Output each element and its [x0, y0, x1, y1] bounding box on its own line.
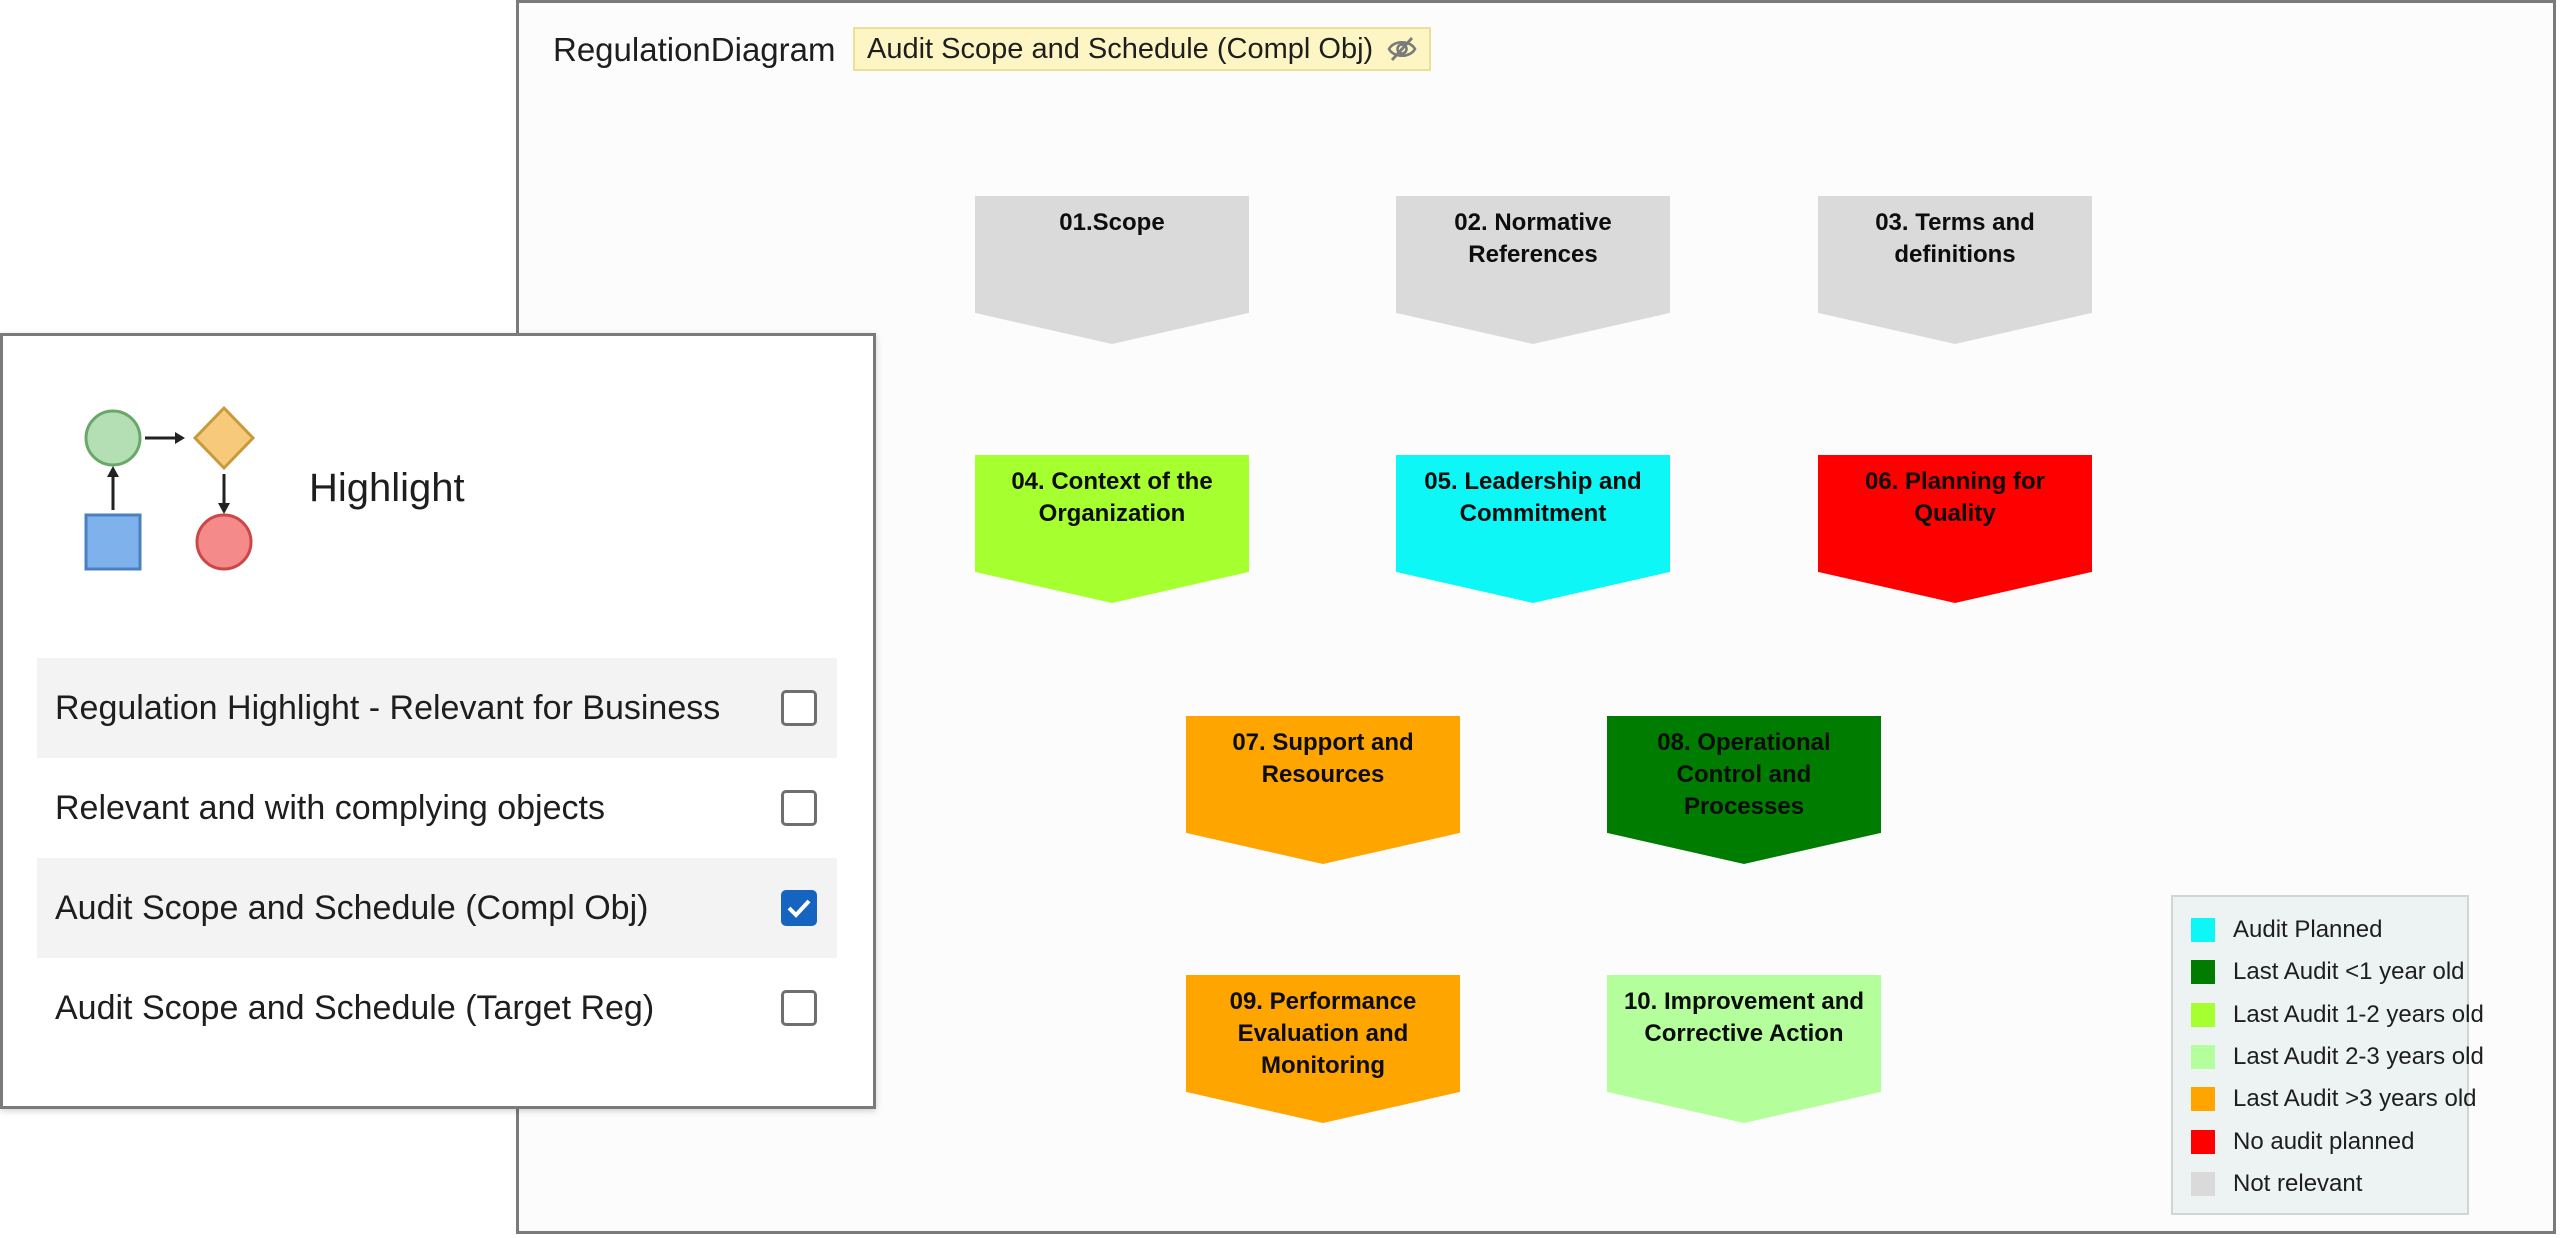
option-label: Audit Scope and Schedule (Compl Obj) — [55, 888, 649, 927]
legend-item: Last Audit 2-3 years old — [2191, 1036, 2484, 1078]
chevron-label: 09. Performance Evaluation and Monitorin… — [1229, 988, 1417, 1079]
checkbox[interactable] — [781, 690, 817, 726]
option-audit-scope-target-reg[interactable]: Audit Scope and Schedule (Target Reg) — [37, 958, 837, 1058]
legend-item: Audit Planned — [2191, 909, 2467, 951]
legend-item: No audit planned — [2191, 1120, 2467, 1162]
legend-label: Not relevant — [2233, 1169, 2363, 1197]
chevron-label: 07. Support and Resources — [1232, 729, 1414, 788]
legend-swatch — [2191, 960, 2215, 985]
chevron-label: 06. Planning for Quality — [1864, 468, 2046, 527]
chevron-label: 03. Terms and definitions — [1875, 209, 2035, 268]
flow-diagram-icon — [84, 405, 256, 571]
legend-label: Audit Planned — [2233, 916, 2383, 944]
chevron-06-planning-for-quality[interactable]: 06. Planning for Quality — [1818, 455, 2092, 603]
legend-label: Last Audit >3 years old — [2233, 1085, 2477, 1113]
option-label: Audit Scope and Schedule (Target Reg) — [55, 988, 655, 1027]
active-highlight-label: Audit Scope and Schedule (Compl Obj) — [867, 32, 1374, 65]
chevron-04-context-of-organization[interactable]: 04. Context of the Organization — [975, 455, 1249, 603]
chevron-03-terms-and-definitions[interactable]: 03. Terms and definitions — [1818, 196, 2092, 344]
option-audit-scope-compl-obj[interactable]: Audit Scope and Schedule (Compl Obj) — [37, 858, 837, 958]
chevron-07-support-and-resources[interactable]: 07. Support and Resources — [1186, 716, 1460, 864]
chevron-label: 01.Scope — [1059, 209, 1165, 236]
legend-swatch — [2191, 918, 2215, 943]
chevron-09-performance-evaluation[interactable]: 09. Performance Evaluation and Monitorin… — [1186, 975, 1460, 1123]
status-legend: Audit Planned Last Audit <1 year old Las… — [2171, 895, 2484, 1215]
chevron-05-leadership-and-commitment[interactable]: 05. Leadership and Commitment — [1396, 455, 1670, 603]
legend-swatch — [2191, 1171, 2215, 1196]
chevron-01-scope[interactable]: 01.Scope — [975, 196, 1249, 344]
option-regulation-highlight-relevant[interactable]: Regulation Highlight - Relevant for Busi… — [37, 658, 837, 758]
legend-label: Last Audit 2-3 years old — [2233, 1043, 2484, 1071]
legend-swatch — [2191, 1087, 2215, 1112]
chevron-label: 05. Leadership and Commitment — [1424, 468, 1642, 527]
legend-label: No audit planned — [2233, 1127, 2415, 1155]
chevron-label: 04. Context of the Organization — [1011, 468, 1213, 527]
legend-swatch — [2191, 1045, 2215, 1070]
chevron-08-operational-control[interactable]: 08. Operational Control and Processes — [1607, 716, 1881, 864]
checkbox[interactable] — [781, 990, 817, 1026]
highlight-panel: Highlight Regulation Highlight - Relevan… — [0, 333, 876, 1109]
legend-swatch — [2191, 1129, 2215, 1154]
checkbox[interactable] — [781, 890, 817, 926]
legend-label: Last Audit <1 year old — [2233, 958, 2465, 986]
diagram-title: RegulationDiagram — [553, 31, 836, 68]
option-label: Regulation Highlight - Relevant for Busi… — [55, 688, 721, 727]
chevron-label: 10. Improvement and Corrective Action — [1623, 988, 1865, 1047]
checkbox[interactable] — [781, 790, 817, 826]
highlight-heading: Highlight — [309, 466, 465, 510]
legend-label: Last Audit 1-2 years old — [2233, 1000, 2484, 1028]
legend-item: Last Audit 1-2 years old — [2191, 994, 2484, 1036]
chevron-10-improvement[interactable]: 10. Improvement and Corrective Action — [1607, 975, 1881, 1123]
active-highlight-chip[interactable]: Audit Scope and Schedule (Compl Obj) — [853, 27, 1432, 71]
eye-off-icon[interactable] — [1387, 36, 1417, 62]
legend-item: Not relevant — [2191, 1163, 2467, 1205]
check-icon — [787, 899, 811, 918]
option-relevant-with-complying-objects[interactable]: Relevant and with complying objects — [37, 758, 837, 858]
option-label: Relevant and with complying objects — [55, 788, 605, 827]
chevron-label: 08. Operational Control and Processes — [1657, 729, 1831, 820]
chevron-02-normative-references[interactable]: 02. Normative References — [1396, 196, 1670, 344]
legend-swatch — [2191, 1002, 2215, 1027]
legend-item: Last Audit <1 year old — [2191, 951, 2467, 993]
chevron-label: 02. Normative References — [1454, 209, 1612, 268]
legend-item: Last Audit >3 years old — [2191, 1078, 2477, 1120]
